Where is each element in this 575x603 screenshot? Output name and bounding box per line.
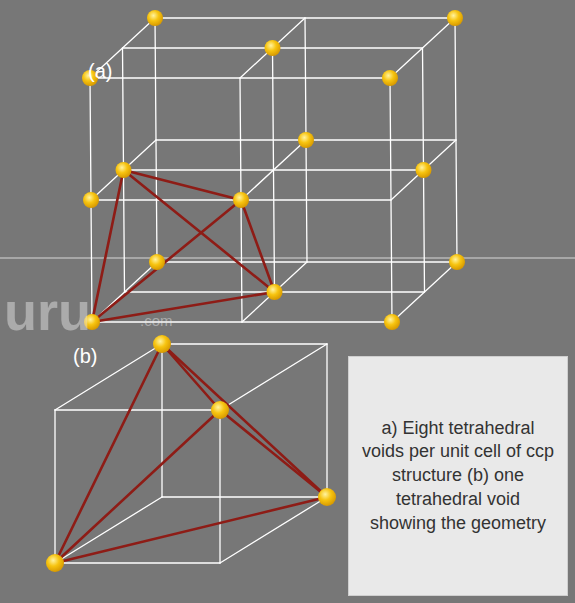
grid-line — [90, 77, 390, 78]
tetrahedron-edge — [92, 292, 275, 322]
watermark: .com — [140, 312, 173, 329]
atom-dot — [46, 554, 64, 572]
tetrahedron-edge — [55, 344, 162, 563]
cube-edge — [162, 343, 327, 344]
grid-line — [391, 140, 456, 200]
watermark: uru — [4, 280, 91, 342]
atom-dot — [382, 70, 398, 86]
cube-edge — [55, 409, 220, 410]
caption-box: a) Eight tetrahedral voids per unit cell… — [348, 356, 568, 596]
cube-edge — [219, 410, 220, 563]
grid-line — [241, 140, 306, 200]
tetrahedron-edge — [124, 170, 275, 292]
tetrahedron-edge — [92, 200, 241, 322]
atom-dot — [153, 335, 171, 353]
cube-edge — [54, 410, 55, 563]
tetrahedron-edge — [220, 410, 327, 497]
atom-dot — [416, 162, 432, 178]
atom-dot — [449, 254, 465, 270]
divider-line — [0, 258, 575, 259]
atom-dot — [116, 162, 132, 178]
atom-dot — [298, 132, 314, 148]
tetrahedron-lines — [55, 344, 327, 563]
cube-edge — [162, 496, 327, 497]
cube-edge — [220, 344, 327, 410]
atom-dot — [267, 284, 283, 300]
atom-dot — [233, 192, 249, 208]
cube-edge — [161, 344, 162, 497]
tetrahedron-edge — [55, 497, 327, 563]
cube-edge — [220, 497, 327, 563]
cube-outline — [55, 344, 327, 563]
tetrahedron-edge — [162, 344, 220, 410]
atom-dot — [265, 40, 281, 56]
atom-dot — [318, 488, 336, 506]
cube-edge — [55, 562, 220, 563]
tetrahedron-edge — [241, 200, 275, 292]
tetrahedron-edge — [162, 344, 327, 497]
tetrahedron-lines — [92, 170, 275, 322]
cube-edge — [326, 344, 327, 497]
atom-dot — [149, 254, 165, 270]
grid-line — [155, 17, 455, 18]
tetrahedron-edge — [55, 410, 220, 563]
atom-dot — [147, 10, 163, 26]
grid-line — [390, 18, 455, 78]
part-label: (a) — [88, 60, 112, 83]
atom-dot — [83, 192, 99, 208]
unit-cell-grid — [90, 18, 457, 322]
atom-dot — [384, 314, 400, 330]
grid-line — [455, 18, 457, 262]
caption-text: a) Eight tetrahedral voids per unit cell… — [361, 417, 555, 536]
part-label: (b) — [73, 345, 97, 368]
atom-dot — [447, 10, 463, 26]
atom-dot — [211, 401, 229, 419]
